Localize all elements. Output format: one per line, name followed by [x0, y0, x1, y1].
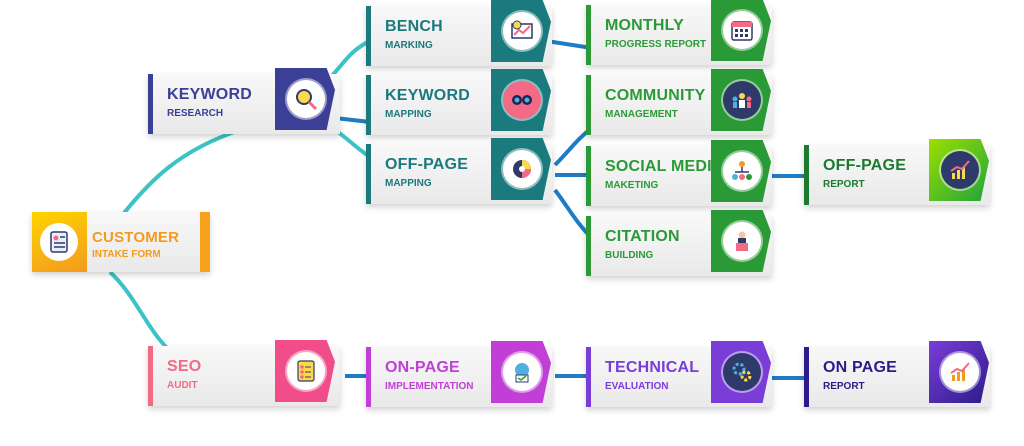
binoculars-badge	[491, 69, 551, 131]
node-community-management: COMMUNITY MANAGEMENT	[586, 69, 772, 135]
node-title: ON-PAGE	[385, 359, 460, 376]
node-title: CITATION	[605, 228, 680, 245]
customer-accent-bar	[200, 212, 210, 272]
node-off-page-report: OFF-PAGE REPORT	[804, 139, 990, 205]
network-badge	[711, 140, 771, 202]
node-customer-intake-form: CUSTOMER INTAKE FORM	[32, 212, 210, 272]
node-subtitle: MANAGEMENT	[605, 109, 678, 120]
node-bench-marking: BENCH MARKING	[366, 0, 552, 66]
team-badge	[711, 69, 771, 131]
team-icon	[723, 81, 761, 119]
node-title: OFF-PAGE	[385, 156, 469, 173]
node-title: CUSTOMER	[92, 229, 180, 246]
growth-chart-icon	[941, 353, 979, 391]
node-title: BENCH	[385, 18, 443, 35]
node-monthly-progress-report: MONTHLY PROGRESS REPORT	[586, 0, 772, 65]
magnifier-icon	[287, 80, 325, 118]
node-title: OFF-PAGE	[823, 157, 907, 174]
node-title: ON PAGE	[823, 359, 898, 376]
node-subtitle: MAPPING	[385, 178, 432, 189]
node-keyword-research: KEYWORD RESEARCH	[148, 68, 340, 134]
checklist-badge	[275, 340, 335, 402]
calendar-icon	[723, 11, 761, 49]
node-subtitle: INTAKE FORM	[92, 249, 161, 260]
web-settings-icon	[503, 353, 541, 391]
gears-icon	[723, 353, 761, 391]
node-on-page-implementation: ON-PAGE IMPLEMENTATION	[366, 341, 552, 407]
node-title: SEO	[167, 358, 202, 375]
gauge-badge	[491, 138, 551, 200]
form-icon	[40, 223, 78, 261]
node-subtitle: MAKETING	[605, 180, 659, 191]
growth-badge	[929, 341, 989, 403]
node-title: COMMUNITY	[605, 87, 706, 104]
growth-chart-icon	[941, 151, 979, 189]
node-title: SOCIAL MEDIA	[605, 158, 724, 175]
node-on-page-report: ON PAGE REPORT	[804, 341, 990, 407]
node-title: KEYWORD	[167, 86, 252, 103]
web-settings-badge	[491, 341, 551, 403]
pie-gauge-icon	[503, 150, 541, 188]
node-subtitle: EVALUATION	[605, 381, 669, 392]
connector-keyword-mapping	[334, 116, 371, 124]
node-title: TECHNICAL	[605, 359, 700, 376]
node-subtitle: MAPPING	[385, 109, 432, 120]
node-subtitle: PROGRESS REPORT	[605, 39, 707, 50]
chart-clock-icon	[503, 12, 541, 50]
node-social-media-marketing: SOCIAL MEDIA MAKETING	[586, 140, 772, 206]
node-subtitle: MARKING	[385, 40, 433, 51]
checklist-icon	[287, 352, 325, 390]
node-subtitle: REPORT	[823, 381, 865, 392]
node-subtitle: AUDIT	[167, 380, 198, 391]
node-subtitle: IMPLEMENTATION	[385, 381, 474, 392]
speaker-icon	[723, 222, 761, 260]
growth-badge	[929, 139, 989, 201]
node-title: KEYWORD	[385, 87, 470, 104]
node-title: MONTHLY	[605, 17, 685, 34]
chart-badge	[491, 0, 551, 62]
gears-badge	[711, 341, 771, 403]
network-icon	[723, 152, 761, 190]
calendar-badge	[711, 0, 771, 61]
connector-customer-keyword	[118, 128, 241, 220]
node-subtitle: REPORT	[823, 179, 865, 190]
node-subtitle: BUILDING	[605, 250, 654, 261]
magnifier-badge	[275, 68, 335, 130]
node-citation-building: CITATION BUILDING	[586, 210, 772, 276]
node-subtitle: RESEARCH	[167, 108, 224, 119]
speaker-badge	[711, 210, 771, 272]
binoculars-icon	[503, 81, 541, 119]
node-technical-evaluation: TECHNICAL EVALUATION	[586, 341, 772, 407]
node-seo-audit: SEO AUDIT	[148, 340, 340, 406]
node-off-page-mapping: OFF-PAGE MAPPING	[366, 138, 552, 204]
customer-icon-badge	[32, 212, 87, 272]
node-keyword-mapping: KEYWORD MAPPING	[366, 69, 552, 135]
